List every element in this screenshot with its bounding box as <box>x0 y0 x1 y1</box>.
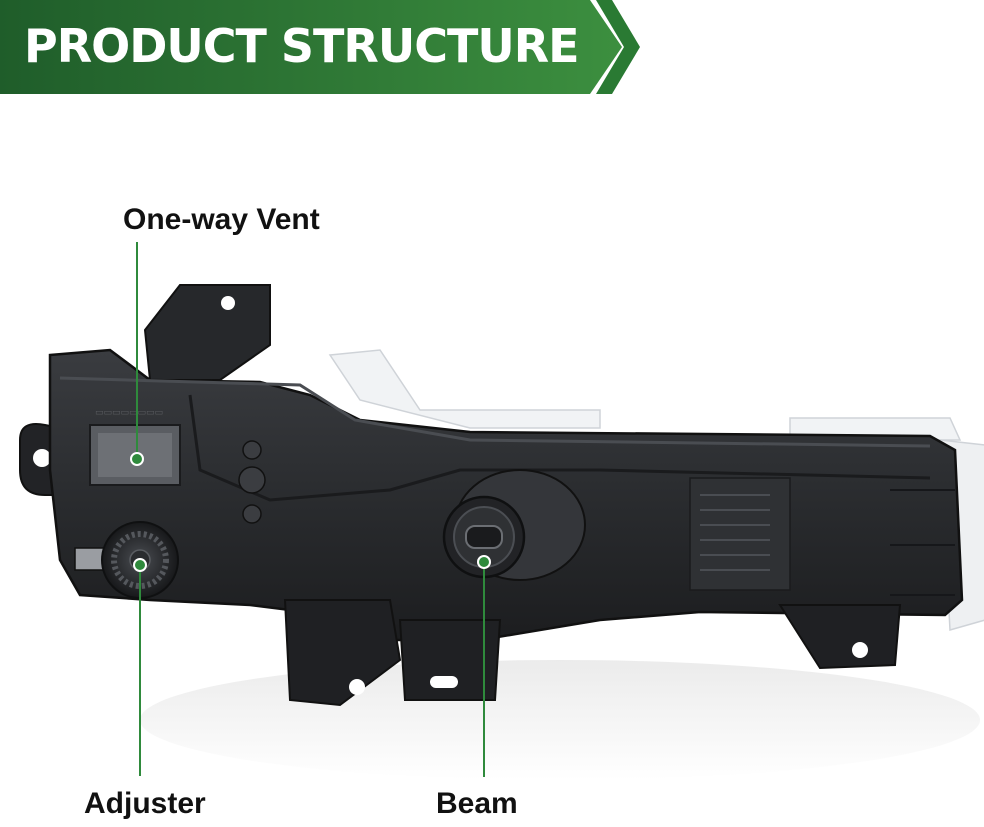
banner-shape <box>0 0 640 94</box>
callout-label-adjuster: Adjuster <box>84 787 206 820</box>
leader-line-vent <box>136 242 138 458</box>
leader-dot-adjuster <box>133 558 147 572</box>
callout-label-beam: Beam <box>436 787 518 820</box>
leader-dot-vent <box>130 452 144 466</box>
leader-line-beam <box>483 563 485 777</box>
callout-label-one-way-vent: One-way Vent <box>123 203 320 236</box>
header-banner: PRODUCT STRUCTURE <box>0 0 640 95</box>
svg-text:▭▭▭▭▭▭▭▭: ▭▭▭▭▭▭▭▭ <box>95 408 163 418</box>
leader-dot-beam <box>477 555 491 569</box>
leader-line-adjuster <box>139 566 141 776</box>
banner-title: PRODUCT STRUCTURE <box>24 19 580 73</box>
